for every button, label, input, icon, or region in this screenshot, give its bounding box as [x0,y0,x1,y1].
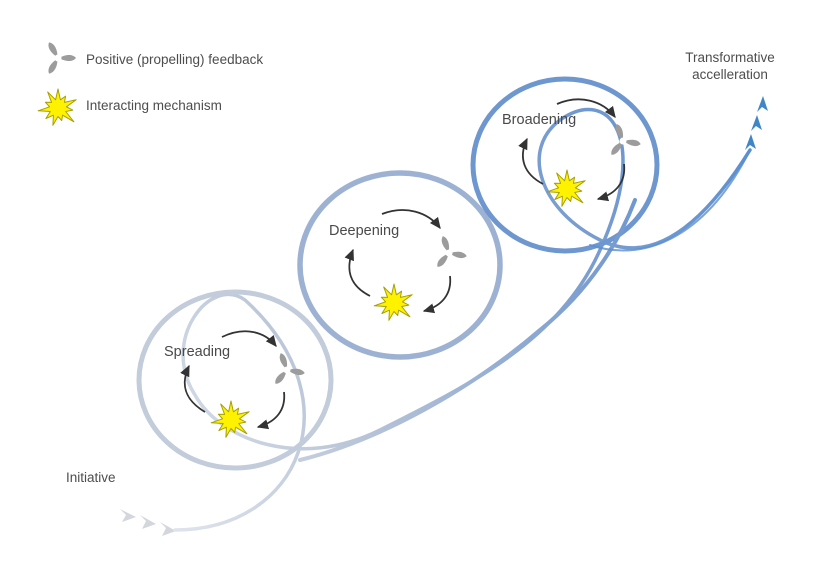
cycle-arrow-right [256,391,286,430]
start-arrows [120,509,176,536]
stage-label-deepening: Deepening [329,223,399,239]
cycle-arrow-right [596,163,626,202]
stage-label-spreading: Spreading [164,344,230,360]
legend-feedback-label: Positive (propelling) feedback [86,52,263,67]
cycle-arrow-left [180,364,206,413]
cycle-arrow-left [344,248,371,297]
legend-starburst-icon [37,88,77,126]
stage-circle-deepening [297,170,503,360]
cycle-arrow-right [422,275,452,314]
stage-circle-broadening [470,76,660,254]
end-arrows [745,96,768,150]
stage-circle-spreading [136,289,334,471]
propeller-icon [426,230,470,270]
starburst-icon [373,283,413,321]
stage-deepening: Deepening [329,209,470,321]
cycle-arrow-top [381,209,441,230]
end-label-line-1: Transformative [685,50,775,65]
cycle-arrow-top [221,330,277,347]
starburst-icon [210,400,250,438]
legend-propeller-icon [34,33,79,77]
end-label-line-2: accelleration [692,67,768,82]
stage-broadening: Broadening [502,98,644,207]
stage-spreading: Spreading [164,330,308,438]
stage-label-broadening: Broadening [502,112,576,128]
starburst-icon [546,169,586,207]
main-progress-curve-tail [589,149,751,252]
legend: Positive (propelling) feedback Interacti… [34,33,263,126]
cycle-arrow-left [518,137,544,185]
legend-mechanism-label: Interacting mechanism [86,98,222,113]
start-label: Initiative [66,470,116,485]
main-progress-curve-overlay [298,198,637,462]
cycle-arrow-top [556,98,616,119]
